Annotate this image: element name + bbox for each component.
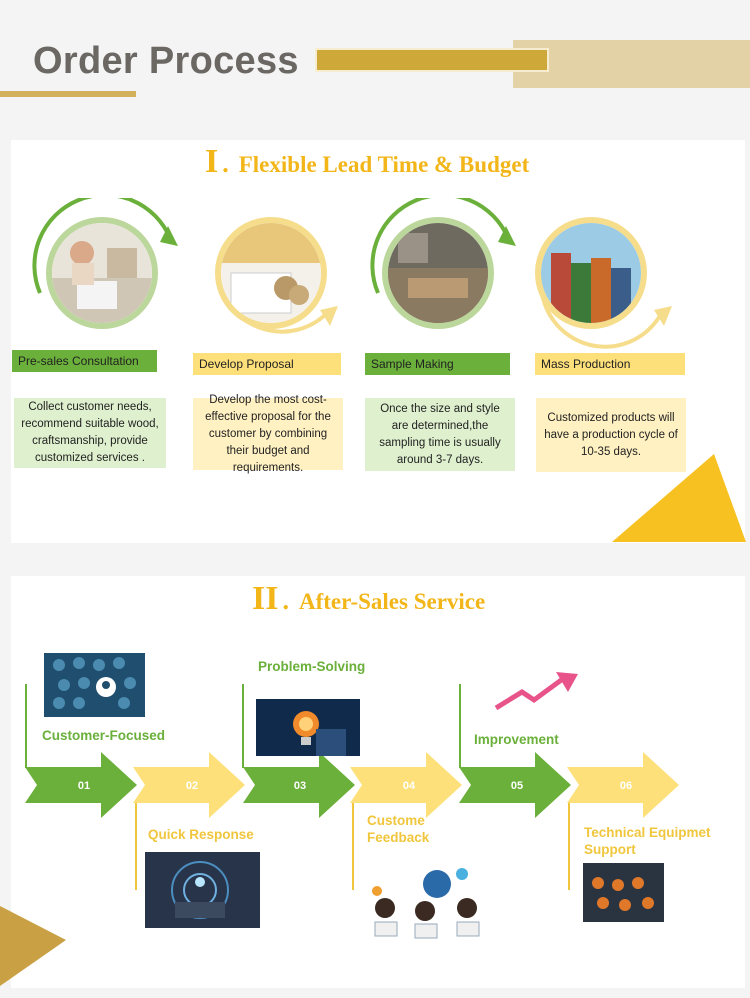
step4-label: Custome Feedback <box>367 813 430 845</box>
step5-label: Improvement <box>474 732 559 747</box>
step3-arrow <box>243 752 355 818</box>
stage1-description: Collect customer needs, recommend suitab… <box>14 398 166 468</box>
step5-arrow <box>459 752 571 818</box>
header-accent-block <box>513 40 750 88</box>
proposal-photo <box>215 217 327 329</box>
step4-arrow <box>350 752 462 818</box>
stage3-label: Sample Making <box>365 353 510 375</box>
step1-number: 01 <box>77 780 91 792</box>
step4-connector <box>352 802 354 890</box>
corner-triangle-decoration <box>612 454 746 542</box>
step4-number: 04 <box>402 780 416 792</box>
stage3-progress-arc <box>370 198 516 294</box>
problem-solving-image <box>256 699 360 756</box>
section1-heading: I. Flexible Lead Time & Budget <box>205 143 529 181</box>
sample-making-photo <box>382 217 494 329</box>
consultation-photo <box>46 217 158 329</box>
section2-numeral: II <box>252 580 279 617</box>
section1-numeral: I <box>205 143 219 180</box>
lead-time-panel <box>11 140 745 543</box>
section2-title: After-Sales Service <box>298 589 486 614</box>
section1-dot: . <box>222 149 229 178</box>
customer-feedback-image <box>367 866 498 941</box>
step2-arrow <box>133 752 245 818</box>
step2-label: Quick Response <box>148 827 254 842</box>
step3-label: Problem-Solving <box>258 659 366 674</box>
growth-arrow-icon <box>494 672 578 711</box>
page-title: Order Process <box>33 40 299 82</box>
step2-connector <box>135 802 137 890</box>
stage3-description: Once the size and style are determined,t… <box>365 398 515 471</box>
step5-number: 05 <box>510 780 524 792</box>
customer-focused-image <box>44 653 145 717</box>
step1-connector <box>25 684 27 768</box>
step1-label: Customer-Focused <box>42 728 166 743</box>
step2-number: 02 <box>185 780 199 792</box>
header-accent-bar <box>315 48 549 72</box>
step1-arrow <box>25 752 137 818</box>
stage4-label: Mass Production <box>535 353 685 375</box>
stage2-label: Develop Proposal <box>193 353 341 375</box>
stage1-progress-arc <box>32 198 178 294</box>
stage1-label: Pre-sales Consultation <box>12 350 157 372</box>
stage4-description: Customized products will have a producti… <box>536 398 686 472</box>
step6-label: Technical Equipmet Support <box>584 825 711 857</box>
step6-connector <box>568 802 570 890</box>
step6-number: 06 <box>619 780 633 792</box>
section2-heading: II. After-Sales Service <box>252 580 485 618</box>
technical-support-image <box>583 863 664 922</box>
step3-number: 03 <box>293 780 307 792</box>
title-underline <box>0 91 136 97</box>
step5-connector <box>459 684 461 768</box>
step6-arrow <box>567 752 679 818</box>
mass-production-photo <box>535 217 647 329</box>
bottom-corner-triangle-decoration <box>0 906 66 986</box>
section1-title: Flexible Lead Time & Budget <box>238 152 530 177</box>
step3-connector <box>242 684 244 768</box>
stage2-description: Develop the most cost-effective proposal… <box>193 394 343 474</box>
section2-dot: . <box>282 586 289 615</box>
quick-response-image <box>145 852 260 928</box>
